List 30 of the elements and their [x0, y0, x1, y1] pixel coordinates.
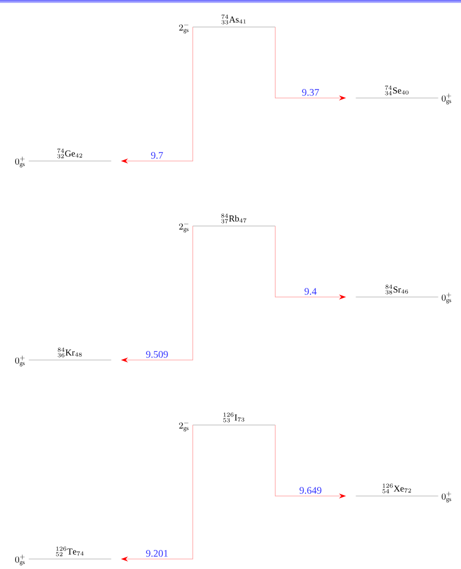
- spin-parity-label: $2^-_{\mathrm{gs}}$: [179, 223, 188, 232]
- log-ft-value: 9.509: [146, 351, 168, 358]
- nuclide-label: ${}^{126}_{52}\mathrm{Te}_{74}$: [56, 546, 84, 556]
- nuclide-label: ${}^{84}_{37}\mathrm{Rb}_{47}$: [221, 214, 246, 224]
- decay-arrow: [274, 424, 346, 498]
- log-ft-value: 9.4: [304, 288, 317, 295]
- decay-arrow: [122, 226, 194, 362]
- spin-parity-label: $0^+_{\mathrm{gs}}$: [442, 292, 452, 304]
- log-ft-value: 9.37: [302, 89, 319, 96]
- spin-parity-label: $0^+_{\mathrm{gs}}$: [15, 356, 25, 366]
- spin-parity-label: $0^+_{\mathrm{gs}}$: [15, 156, 25, 168]
- log-ft-value: 9.649: [300, 487, 322, 494]
- spin-parity-label: $0^+_{\mathrm{gs}}$: [15, 554, 25, 566]
- log-ft-value: 9.201: [146, 550, 168, 557]
- spin-parity-label: $2^-_{\mathrm{gs}}$: [179, 24, 188, 34]
- spin-parity-label: $0^+_{\mathrm{gs}}$: [442, 492, 452, 502]
- decay-arrow: [274, 26, 346, 100]
- nuclide-label: ${}^{126}_{53}\mathrm{I}_{73}$: [223, 412, 244, 422]
- decay-arrow: [274, 226, 346, 300]
- nuclide-label: ${}^{74}_{33}\mathrm{As}_{41}$: [222, 14, 246, 24]
- nuclide-label: ${}^{84}_{36}\mathrm{Kr}_{48}$: [58, 348, 82, 358]
- nuclide-label: ${}^{74}_{34}\mathrm{Se}_{40}$: [385, 86, 408, 96]
- decay-arrow: [122, 26, 194, 164]
- log-ft-value: 9.7: [151, 152, 163, 159]
- spin-parity-label: $0^+_{\mathrm{gs}}$: [442, 94, 452, 104]
- nuclide-label: ${}^{84}_{38}\mathrm{Sr}_{46}$: [386, 284, 408, 294]
- decay-arrow: [122, 424, 194, 562]
- nuclide-label: ${}^{74}_{32}\mathrm{Ge}_{42}$: [57, 148, 82, 158]
- spin-parity-label: $2^-_{\mathrm{gs}}$: [179, 422, 188, 432]
- nuclide-label: ${}^{126}_{54}\mathrm{Xe}_{72}$: [382, 484, 411, 494]
